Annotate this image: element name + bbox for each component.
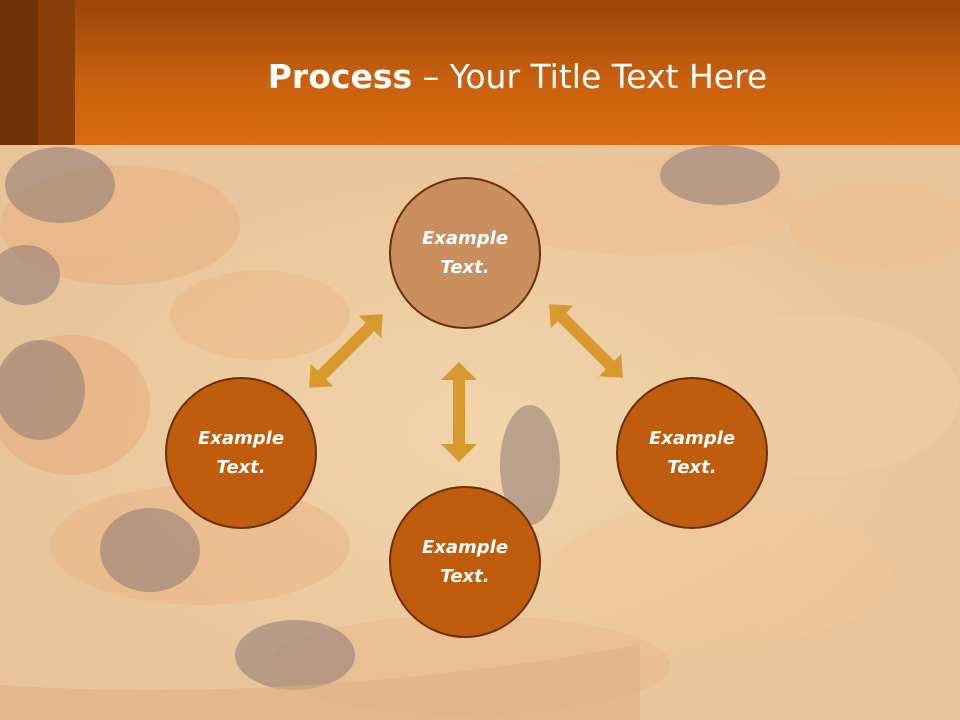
header-accent-stripe: [38, 0, 75, 145]
process-step-left: Example Text.: [165, 377, 317, 529]
process-step-top: Example Text.: [389, 177, 541, 329]
process-step-label: Example Text.: [421, 228, 509, 278]
header-accent-stripe: [0, 0, 38, 145]
process-step-label: Example Text.: [421, 537, 509, 587]
slide-title: Process – Your Title Text Here: [75, 52, 960, 102]
slide-title-bold: Process: [267, 57, 413, 96]
process-step-label: Example Text.: [648, 428, 736, 478]
process-step-bottom: Example Text.: [389, 486, 541, 638]
double-arrow-icon: [441, 362, 477, 462]
slide-title-rest: – Your Title Text Here: [412, 57, 768, 96]
double-arrow-icon: [549, 304, 623, 378]
process-step-right: Example Text.: [616, 377, 768, 529]
double-arrow-icon: [309, 314, 383, 388]
title-bar: Process – Your Title Text Here: [0, 0, 960, 145]
process-step-label: Example Text.: [197, 428, 285, 478]
